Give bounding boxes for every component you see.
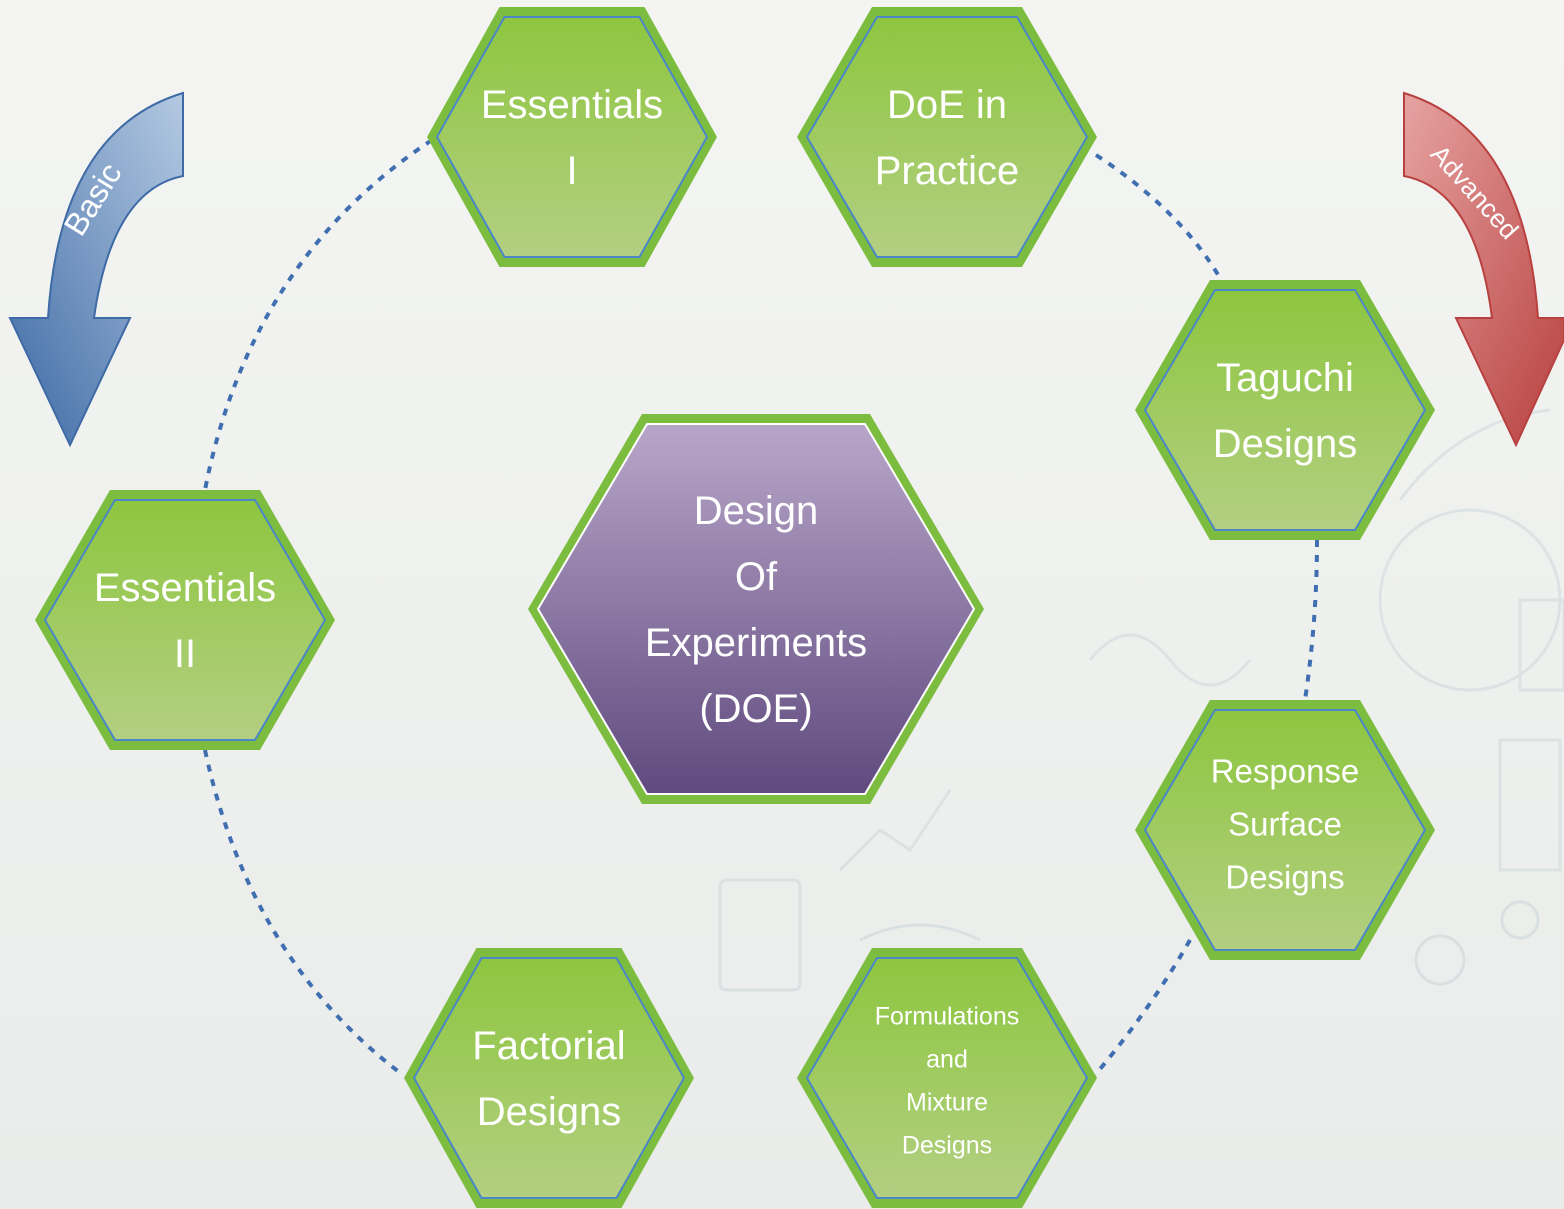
module-hexagon-doe-in-practice-label-line: Practice: [875, 149, 1020, 193]
connector-doe-taguchi: [1094, 153, 1222, 280]
module-hexagon-formulations-mixture-designs-label-line: Designs: [902, 1131, 992, 1159]
module-hexagon-doe-in-practice-label-line: DoE in: [887, 83, 1007, 127]
module-hexagon-doe-in-practice-fill: [805, 16, 1089, 258]
module-hexagon-doe-in-practice: DoE in Practice: [797, 7, 1097, 267]
module-hexagon-factorial-designs-fill: [412, 957, 686, 1199]
module-hexagon-essentials-1-fill: [435, 16, 709, 258]
module-hexagon-taguchi-designs-fill: [1143, 289, 1427, 531]
center-hexagon-fill: [536, 423, 976, 795]
module-hexagon-response-surface-designs-label-line: Designs: [1225, 859, 1344, 896]
connector-response-formulations: [1093, 939, 1192, 1077]
connector-essentials1-essentials2: [203, 138, 434, 491]
module-hexagon-taguchi-designs-label-line: Taguchi: [1216, 356, 1354, 400]
module-hexagon-formulations-mixture-designs-label-line: Mixture: [906, 1088, 988, 1116]
module-hexagon-taguchi-designs-label-line: Designs: [1213, 422, 1358, 466]
module-hexagon-essentials-2-label-line: Essentials: [94, 566, 276, 610]
module-hexagon-formulations-mixture-designs-label-line: and: [926, 1045, 968, 1073]
basic-arrow-shape: [8, 91, 184, 448]
connector-taguchi-response: [1303, 539, 1319, 701]
module-hexagon-formulations-mixture-designs-fill: [805, 957, 1089, 1199]
module-hexagon-response-surface-designs-fill: [1143, 709, 1427, 951]
center-hexagon-label-line: Of: [735, 555, 778, 599]
background-sketch-decoration: [718, 408, 1564, 992]
module-hexagon-factorial-designs-label-line: Designs: [477, 1090, 622, 1134]
module-hexagon-essentials-2-fill: [43, 499, 327, 741]
module-hexagon-response-surface-designs-label-line: Surface: [1228, 806, 1342, 843]
module-hexagon-essentials-1-label-line: I: [566, 149, 577, 193]
connector-essentials2-factorial: [203, 749, 405, 1077]
module-hexagon-essentials-1-label-line: Essentials: [481, 83, 663, 127]
connector-lines: [203, 138, 1319, 1077]
module-hexagon-formulations-mixture-designs-label-line: Formulations: [875, 1002, 1020, 1030]
module-hexagon-response-surface-designs-label-line: Response: [1211, 753, 1360, 790]
center-hexagon-label-line: Design: [694, 489, 819, 533]
center-hexagon-label-line: Experiments: [645, 621, 867, 665]
advanced-arrow-shape: [1403, 91, 1564, 448]
module-hexagon-essentials-2-label-line: II: [174, 632, 196, 676]
center-hexagon-label-line: (DOE): [699, 687, 812, 731]
module-hexagon-factorial-designs-label-line: Factorial: [472, 1024, 625, 1068]
